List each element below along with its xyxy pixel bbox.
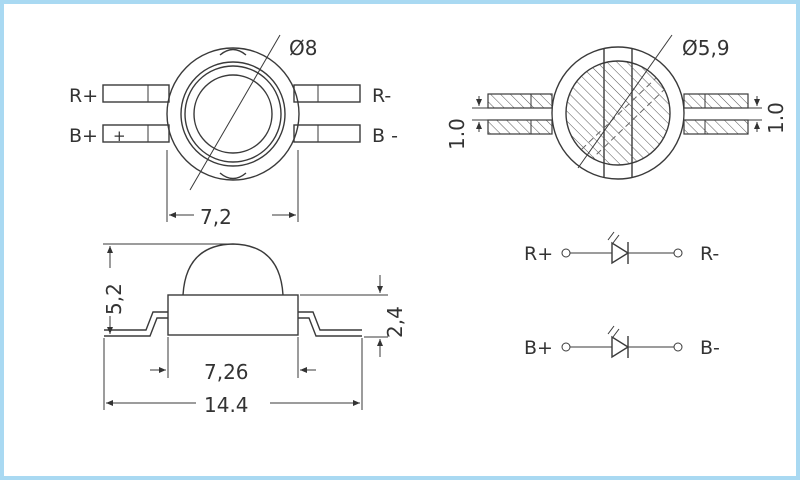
label-b-plus: B+ — [69, 125, 98, 147]
hatched-pins — [487, 93, 749, 135]
label-r-minus: R- — [372, 85, 391, 107]
side-view: 5,2 2,4 7,26 14.4 — [102, 243, 407, 417]
pin-dim-left-label: 1.0 — [445, 118, 469, 150]
body-height-dimension: 2,4 — [300, 275, 407, 357]
diameter-label-right: Ø5,9 — [682, 36, 730, 60]
diameter-leader-right — [577, 34, 673, 169]
width-dimension: 7,2 — [166, 150, 299, 229]
schematic-r-plus: R+ — [524, 243, 553, 265]
b-plus-terminal — [561, 342, 571, 352]
pin-dimension-left: 1.0 — [445, 96, 490, 150]
r-minus-terminal — [673, 248, 683, 258]
blue-diode-triangle — [611, 335, 630, 359]
dome-lens — [182, 243, 284, 296]
hatched-lens — [565, 60, 671, 166]
pin-dim-right-label: 1.0 — [764, 102, 788, 134]
pins-right — [293, 84, 361, 143]
package-body — [166, 47, 300, 181]
led-package-drawing: Ø8 R+ B+ + R- B - 7,2 — [69, 34, 788, 417]
diameter-leader — [189, 34, 281, 191]
top-tab — [219, 48, 247, 56]
red-led-symbol: R+ R- — [524, 231, 719, 265]
side-body — [167, 294, 299, 336]
schematic-b-minus: B- — [700, 337, 720, 359]
top-left-view: Ø8 R+ B+ + R- B - 7,2 — [69, 34, 398, 229]
total-height-label: 5,2 — [102, 283, 126, 315]
top-right-view: Ø5,9 1.0 1.0 — [445, 34, 788, 180]
schematic: R+ R- B+ B- — [524, 231, 720, 359]
r-plus-terminal — [561, 248, 571, 258]
schematic-b-plus: B+ — [524, 337, 553, 359]
package-body-right — [551, 46, 685, 180]
body-width-label: 7,26 — [204, 360, 249, 384]
total-width-dimension: 14.4 — [103, 338, 363, 417]
plus-mark: + — [113, 127, 126, 145]
total-width-label: 14.4 — [204, 393, 249, 417]
width-label: 7,2 — [200, 205, 232, 229]
pins-left — [102, 84, 170, 143]
label-r-plus: R+ — [69, 85, 98, 107]
lead-left-top — [104, 311, 168, 331]
schematic-r-minus: R- — [700, 243, 719, 265]
lead-left-bottom — [104, 317, 168, 337]
pin-dimension-right: 1.0 — [748, 96, 788, 134]
blue-led-symbol: B+ B- — [524, 325, 720, 359]
bottom-tab — [219, 172, 247, 180]
lead-right-bottom — [298, 317, 362, 337]
lens-outer-ring — [180, 61, 286, 167]
body-width-dimension: 7,26 — [150, 337, 316, 384]
body-height-label: 2,4 — [383, 306, 407, 338]
lens-inner-ring — [193, 74, 273, 154]
b-minus-terminal — [673, 342, 683, 352]
lens-mid-ring — [184, 65, 282, 163]
drawing-frame: Ø8 R+ B+ + R- B - 7,2 — [4, 4, 796, 476]
label-b-minus: B - — [372, 125, 398, 147]
diameter-label: Ø8 — [289, 36, 317, 60]
lead-right-top — [298, 311, 362, 331]
total-height-dimension: 5,2 — [102, 243, 234, 334]
red-diode-triangle — [611, 241, 630, 265]
